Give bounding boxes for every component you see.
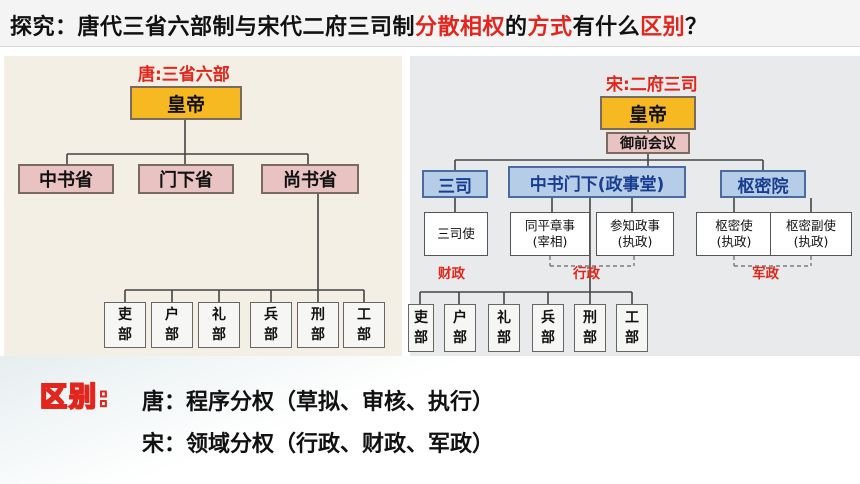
tang-ministry-li2-box: 礼部 (198, 302, 240, 348)
ministry-char: 工 (625, 310, 639, 326)
song-ministry-gong-box: 工部 (616, 304, 648, 352)
zhongshu-menxia-box: 中书门下(政事堂) (508, 166, 686, 198)
menxia-sheng-box: 门下省 (138, 164, 234, 194)
official-role: (执政) (617, 234, 653, 249)
ministry-char: 部 (212, 327, 226, 343)
summary-song: 宋：领域分权（行政、财政、军政） (142, 432, 495, 457)
ministry-char: 刑 (311, 307, 325, 323)
ministry-char: 部 (357, 327, 371, 343)
tang-emperor-box: 皇帝 (130, 86, 242, 120)
song-title: 宋:二府三司 (606, 75, 698, 95)
sansi-box: 三司 (422, 170, 488, 198)
ministry-char: 刑 (583, 310, 597, 326)
official-role: (执政) (793, 234, 829, 249)
ministry-char: 部 (118, 327, 132, 343)
page-title: 探究：唐代三省六部制与宋代二府三司制分散相权的方式有什么区别？ (10, 9, 708, 41)
song-ministry-li2-box: 礼部 (488, 304, 520, 352)
ministry-char: 兵 (264, 307, 278, 323)
ministry-char: 部 (625, 330, 639, 346)
tongping-zhangshi-box: 同平章事(宰相) (510, 212, 590, 256)
tang-ministry-li-box: 吏部 (104, 302, 146, 348)
ministry-char: 吏 (118, 307, 132, 323)
ministry-char: 工 (357, 307, 371, 323)
ministry-char: 户 (165, 307, 179, 323)
song-emperor-box: 皇帝 (600, 96, 696, 130)
category-military: 军政 (752, 266, 779, 282)
song-ministry-xing-box: 刑部 (574, 304, 606, 352)
title-text-3: 有什么 (572, 15, 641, 40)
zhongshu-sheng-box: 中书省 (18, 164, 114, 194)
tang-title: 唐:三省六部 (138, 65, 230, 85)
category-finance: 财政 (438, 266, 465, 282)
summary-section: 区别: 唐：程序分权（草拟、审核、执行） 宋：领域分权（行政、财政、军政） (0, 356, 860, 484)
official-name: 同平章事 (524, 218, 575, 233)
difference-label: 区别: (39, 381, 111, 414)
tang-connector-lines (66, 120, 365, 302)
tang-ministry-bing-box: 兵部 (250, 302, 292, 348)
ministry-char: 部 (497, 330, 511, 346)
official-name: 枢密使 (715, 218, 753, 233)
title-text-2: 的 (505, 15, 528, 40)
imperial-council-box: 御前会议 (606, 132, 690, 154)
title-bar: 探究：唐代三省六部制与宋代二府三司制分散相权的方式有什么区别？ (0, 0, 860, 47)
ministry-char: 兵 (541, 310, 555, 326)
title-highlight-1: 分散相权 (415, 15, 506, 40)
title-text-1: 探究：唐代三省六部制与宋代二府三司制 (10, 15, 416, 40)
official-role: (执政) (716, 234, 752, 249)
shumi-shi-box: 枢密使(执政) (696, 212, 772, 256)
ministry-char: 户 (453, 310, 467, 326)
shumi-fushi-box: 枢密副使(执政) (770, 212, 852, 256)
ministry-char: 礼 (497, 310, 511, 326)
ministry-char: 部 (541, 330, 555, 346)
ministry-char: 部 (311, 327, 325, 343)
ministry-char: 部 (414, 330, 428, 346)
tang-diagram: 唐:三省六部 皇帝 中书省 门下省 尚书省 吏部 户部 礼部 兵部 刑部 工部 (4, 56, 402, 356)
shangshu-sheng-box: 尚书省 (261, 164, 359, 194)
title-highlight-3: 区别 (640, 15, 686, 40)
ministry-char: 部 (165, 327, 179, 343)
song-ministry-hu-box: 户部 (444, 304, 476, 352)
tang-ministry-xing-box: 刑部 (297, 302, 339, 348)
tang-ministry-hu-box: 户部 (151, 302, 193, 348)
ministry-char: 吏 (414, 310, 428, 326)
ministry-char: 部 (264, 327, 278, 343)
title-highlight-2: 方式 (527, 15, 573, 40)
ministry-char: 部 (583, 330, 597, 346)
song-ministry-li-box: 吏部 (408, 304, 434, 352)
ministry-char: 部 (453, 330, 467, 346)
tang-ministry-gong-box: 工部 (343, 302, 385, 348)
official-role: (宰相) (532, 234, 568, 249)
shumi-yuan-box: 枢密院 (720, 170, 806, 198)
canzhi-zhengshi-box: 参知政事(执政) (596, 212, 674, 256)
ministry-char: 礼 (212, 307, 226, 323)
official-name: 参知政事 (609, 218, 660, 233)
official-name: 枢密副使 (785, 218, 836, 233)
sansi-shi-box: 三司使 (424, 212, 488, 256)
summary-tang: 唐：程序分权（草拟、审核、执行） (142, 390, 495, 415)
category-administration: 行政 (573, 266, 600, 282)
song-ministry-bing-box: 兵部 (532, 304, 564, 352)
title-text-4: ？ (685, 15, 708, 40)
song-diagram: 宋:二府三司 皇帝 御前会议 三司 中书门下(政事堂) 枢密院 三司使 同平章事… (408, 56, 860, 356)
